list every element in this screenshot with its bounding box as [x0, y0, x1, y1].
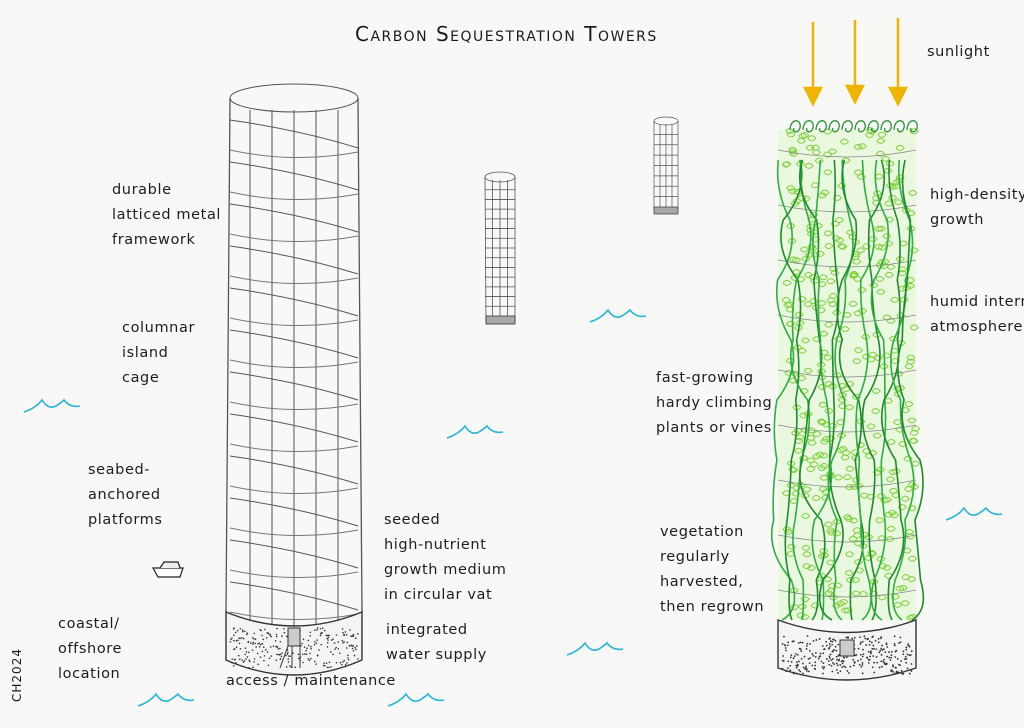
label-water: integrated water supply	[386, 618, 487, 668]
label-platforms: seabed- anchored platforms	[88, 458, 163, 533]
label-cage: columnar island cage	[122, 316, 195, 391]
label-atmosphere: humid internal atmosphere	[930, 290, 1024, 340]
distant-tower-1	[485, 172, 515, 324]
sunlight-arrows	[805, 18, 906, 104]
label-access: access / maintenance	[226, 669, 396, 694]
access-door	[840, 640, 854, 656]
empty-tower	[226, 84, 362, 675]
label-location: coastal/ offshore location	[58, 612, 122, 687]
artist-signature: CH2024	[10, 648, 24, 702]
distant-tower-2	[654, 117, 678, 214]
tower-top-rim	[230, 84, 358, 112]
label-density: high-density growth	[930, 183, 1024, 233]
access-door	[288, 628, 300, 646]
label-harvest: vegetation regularly harvested, then reg…	[660, 520, 764, 620]
vegetated-tower	[772, 121, 924, 680]
label-framework: durable latticed metal framework	[112, 178, 221, 253]
label-sunlight: sunlight	[927, 40, 990, 65]
label-medium: seeded high-nutrient growth medium in ci…	[384, 508, 506, 608]
boat-icon	[153, 562, 183, 577]
label-plants: fast-growing hardy climbing plants or vi…	[656, 366, 772, 441]
